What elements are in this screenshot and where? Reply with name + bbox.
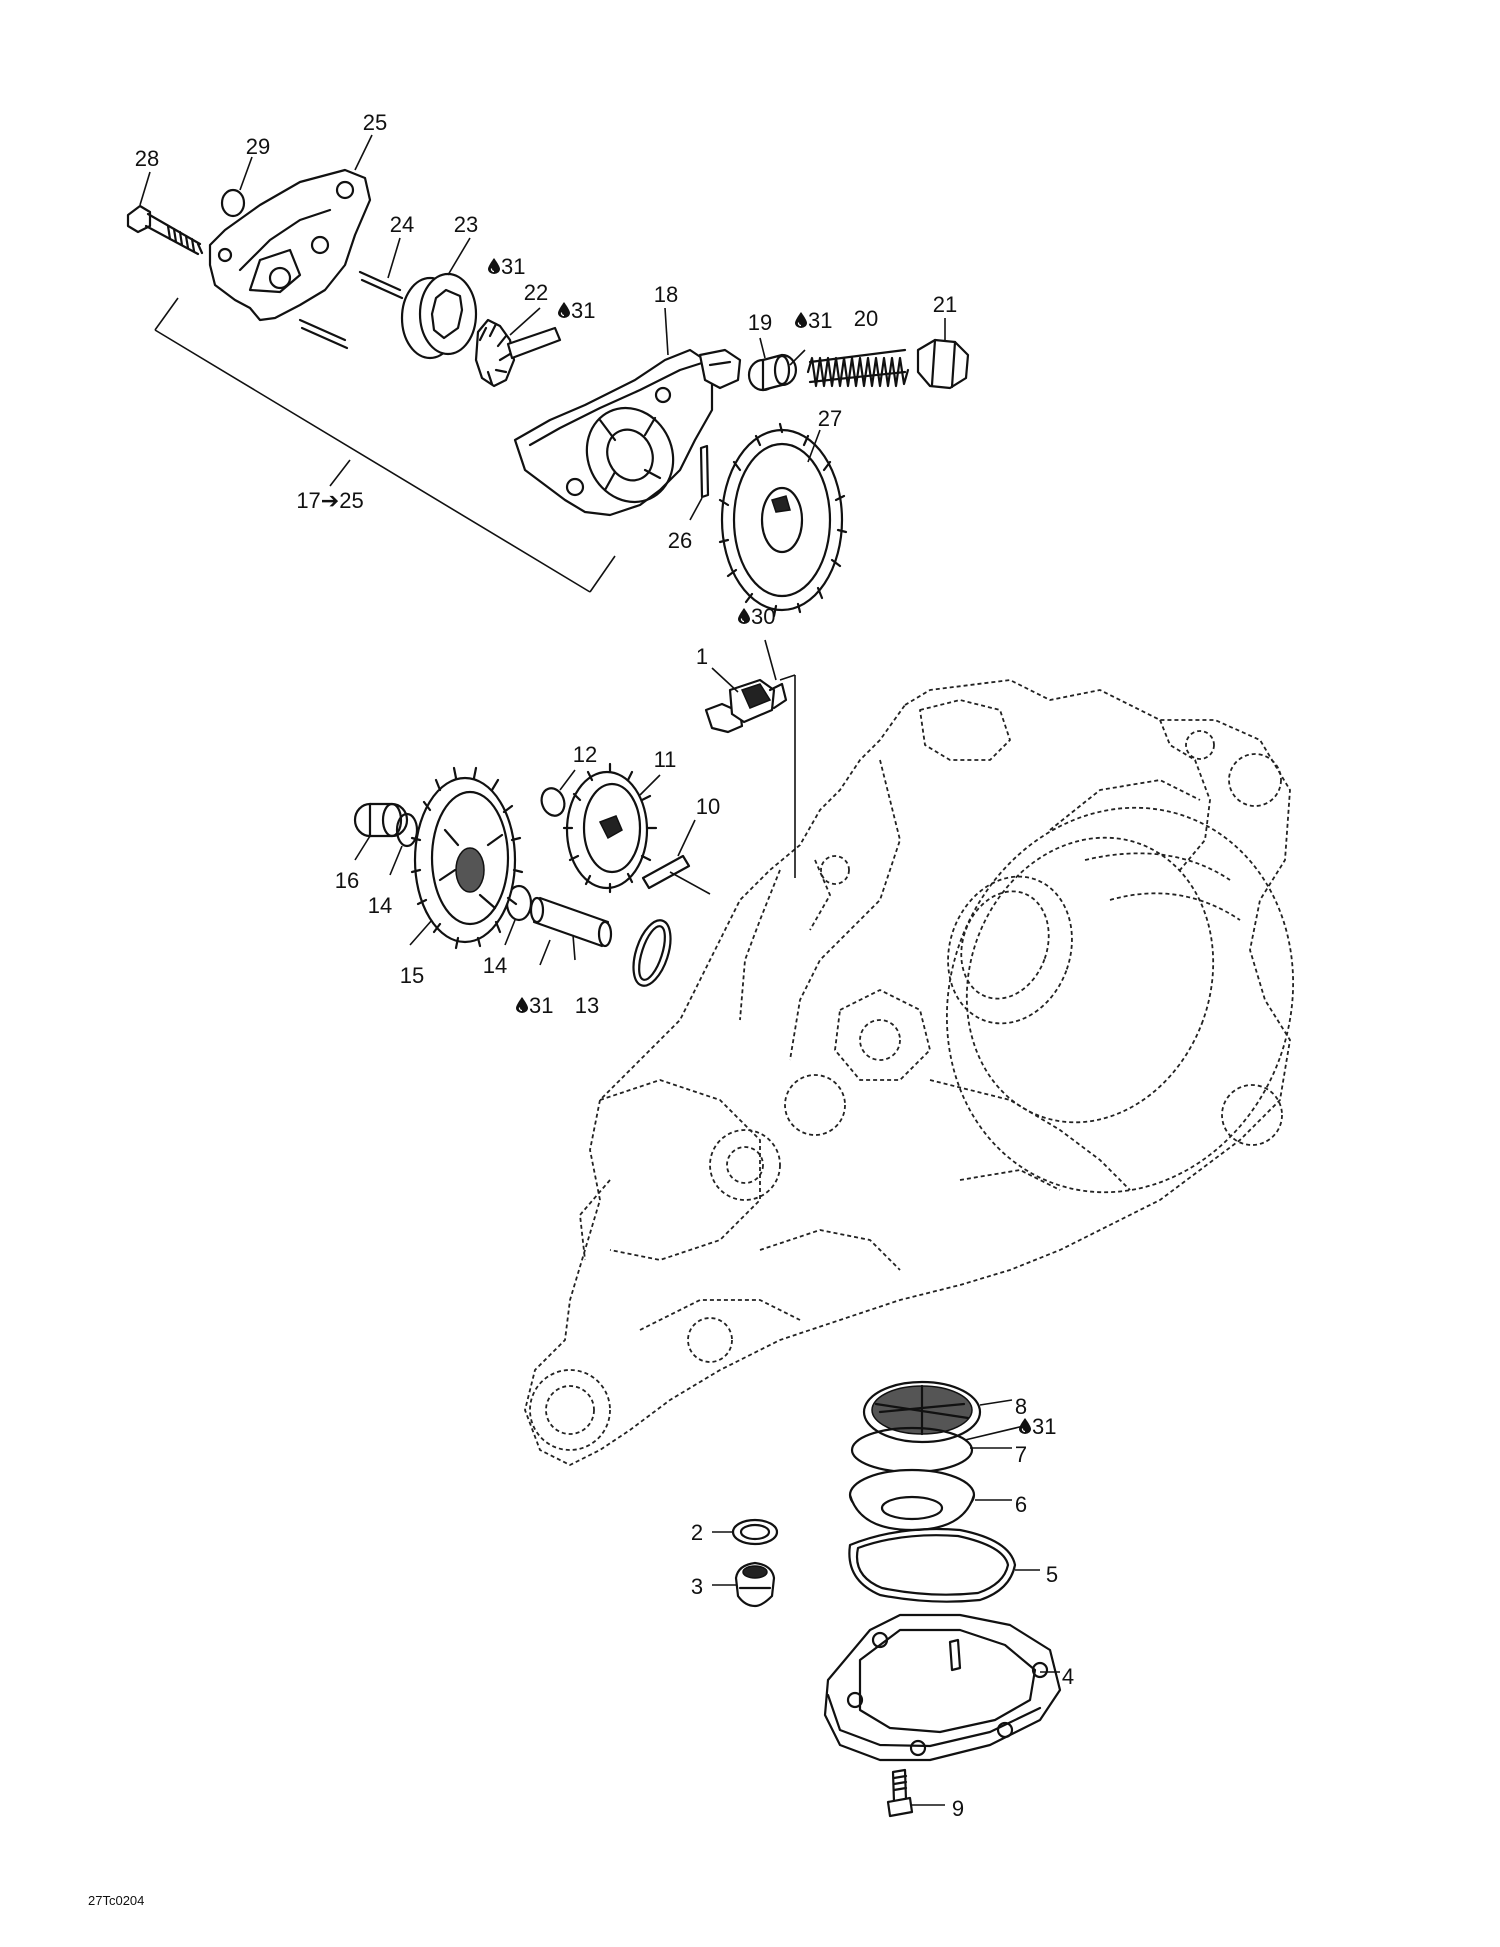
oil-drop-icon xyxy=(488,258,500,274)
callout-20: 20 xyxy=(854,306,878,331)
svg-text:31: 31 xyxy=(808,308,832,333)
callout-7: 7 xyxy=(1015,1442,1027,1467)
callout-2: 2 xyxy=(691,1520,703,1545)
part-24-dowel-pins xyxy=(298,237,404,350)
part-18-pump-body xyxy=(513,307,742,517)
callout-14-left: 14 xyxy=(368,893,392,918)
lubricant-references: 31 31 31 30 31 31 xyxy=(488,254,1056,1439)
part-15-gear xyxy=(409,766,524,950)
callout-23: 23 xyxy=(454,212,478,237)
lubricant-ref-31-a: 31 xyxy=(488,254,525,279)
part-3-drain-plug xyxy=(712,1561,776,1608)
callout-12: 12 xyxy=(573,742,597,767)
callout-1: 1 xyxy=(696,644,708,669)
callout-26: 26 xyxy=(668,528,692,553)
lubricant-ref-31-d: 31 xyxy=(516,993,553,1018)
part-23-outer-rotor xyxy=(400,237,478,360)
callout-3: 3 xyxy=(691,1574,703,1599)
lubricant-ref-31-e: 31 xyxy=(1019,1414,1056,1439)
part-6-strainer-retainer xyxy=(848,1468,1012,1532)
callout-18: 18 xyxy=(654,282,678,307)
part-13-idler-shaft xyxy=(529,896,613,966)
callout-22: 22 xyxy=(524,280,548,305)
part-16-bushing xyxy=(353,802,409,861)
callout-11: 11 xyxy=(654,747,677,772)
assembly-bracket xyxy=(154,297,616,593)
part-1-oil-pressure-switch xyxy=(704,639,796,878)
oil-drop-icon xyxy=(516,997,528,1013)
callout-6: 6 xyxy=(1015,1492,1027,1517)
callout-28: 28 xyxy=(135,146,159,171)
oil-drop-icon xyxy=(1019,1418,1031,1434)
lubricant-ref-31-b: 31 xyxy=(558,298,595,323)
callout-15: 15 xyxy=(400,963,424,988)
lubricant-ref-31-c: 31 xyxy=(795,308,832,333)
callout-14-right: 14 xyxy=(483,953,507,978)
callout-10: 10 xyxy=(696,794,720,819)
part-11-intermediate-gear xyxy=(562,762,661,894)
svg-text:31: 31 xyxy=(571,298,595,323)
callout-16: 16 xyxy=(335,868,359,893)
part-14-thrust-washer-a xyxy=(389,812,419,876)
part-25-pump-cover xyxy=(208,134,373,322)
crankcase-housing xyxy=(524,679,1295,1466)
part-21-relief-plug xyxy=(916,318,970,390)
part-10-dowel-pin xyxy=(641,819,711,895)
callout-5: 5 xyxy=(1046,1562,1058,1587)
callout-27: 27 xyxy=(818,406,842,431)
svg-text:31: 31 xyxy=(529,993,553,1018)
callout-8: 8 xyxy=(1015,1394,1027,1419)
svg-text:31: 31 xyxy=(1032,1414,1056,1439)
callouts: 28 29 25 24 23 22 18 19 20 21 27 26 17➔2… xyxy=(135,110,1074,1821)
part-19-relief-piston xyxy=(747,337,797,392)
part-12-circlip xyxy=(540,769,576,817)
oil-drop-icon xyxy=(795,312,807,328)
callout-21: 21 xyxy=(933,292,957,317)
svg-text:30: 30 xyxy=(751,604,775,629)
part-26-pin xyxy=(689,444,710,521)
callout-13: 13 xyxy=(575,993,599,1018)
part-27-drive-gear xyxy=(718,422,848,618)
part-28-bolt xyxy=(126,171,204,256)
o-ring-oval xyxy=(632,919,672,987)
callout-4: 4 xyxy=(1062,1664,1074,1689)
callout-29: 29 xyxy=(246,134,270,159)
drawing-code: 27Tc0204 xyxy=(88,1893,144,1908)
svg-text:31: 31 xyxy=(501,254,525,279)
oil-drop-icon xyxy=(558,302,570,318)
callout-19: 19 xyxy=(748,310,772,335)
part-20-relief-spring xyxy=(789,348,910,388)
part-22-inner-rotor xyxy=(474,307,562,388)
callout-9: 9 xyxy=(952,1796,964,1821)
part-9-cover-bolt xyxy=(886,1768,945,1818)
lubricant-ref-30: 30 xyxy=(738,604,775,629)
part-4-strainer-cover xyxy=(823,1613,1062,1762)
callout-25: 25 xyxy=(363,110,387,135)
part-5-gasket xyxy=(848,1527,1040,1603)
part-8-oil-strainer xyxy=(862,1380,1013,1444)
oil-drop-icon xyxy=(738,608,750,624)
part-2-sealing-washer xyxy=(712,1518,779,1546)
callout-17-25: 17➔25 xyxy=(296,488,363,513)
callout-24: 24 xyxy=(390,212,414,237)
part-29-o-ring xyxy=(220,156,253,218)
